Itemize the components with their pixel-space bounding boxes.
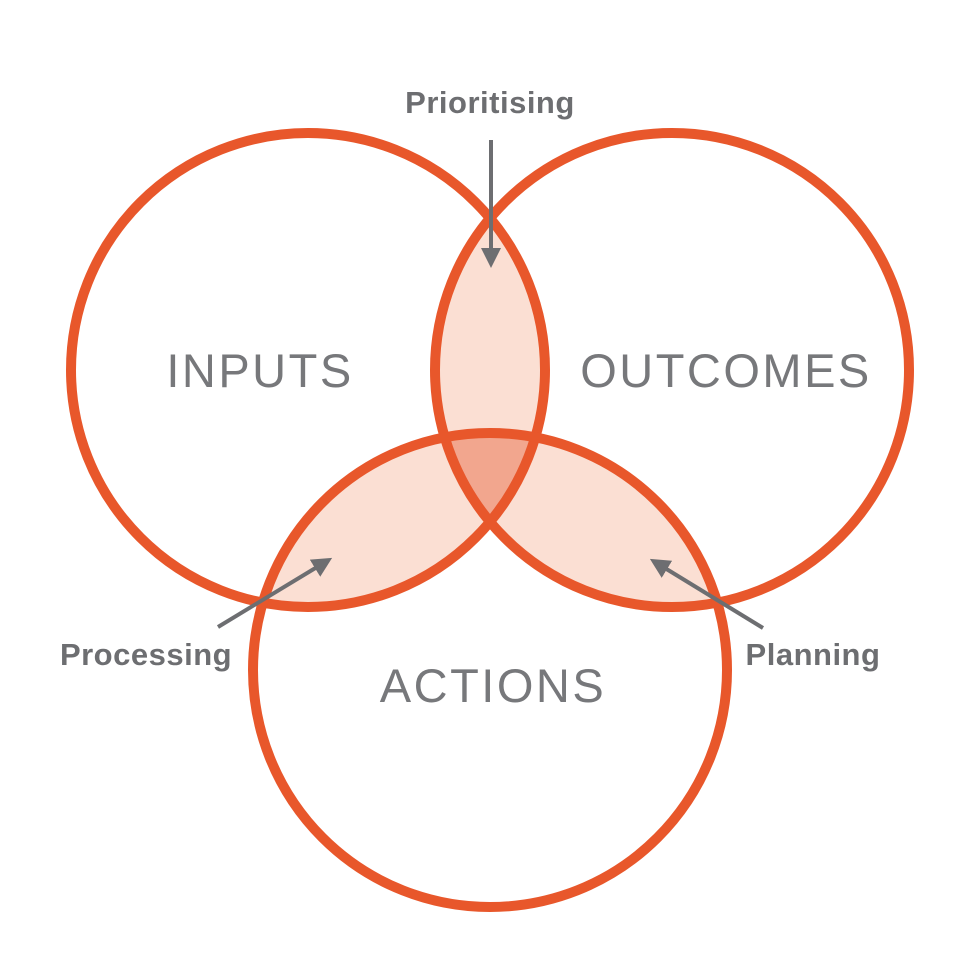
actions-label: ACTIONS xyxy=(380,659,606,712)
inputs-label: INPUTS xyxy=(166,344,353,397)
arrow-up-left-icon xyxy=(649,558,765,630)
overlap-center xyxy=(444,433,536,522)
planning-label: Planning xyxy=(746,637,881,672)
inputs-circle xyxy=(66,128,550,612)
prioritising-label: Prioritising xyxy=(405,85,575,120)
actions-circle xyxy=(248,428,732,912)
arrow-up-right-icon xyxy=(216,557,333,629)
processing-label: Processing xyxy=(60,637,232,672)
outcomes-label: OUTCOMES xyxy=(580,344,872,397)
outcomes-circle xyxy=(430,128,914,612)
